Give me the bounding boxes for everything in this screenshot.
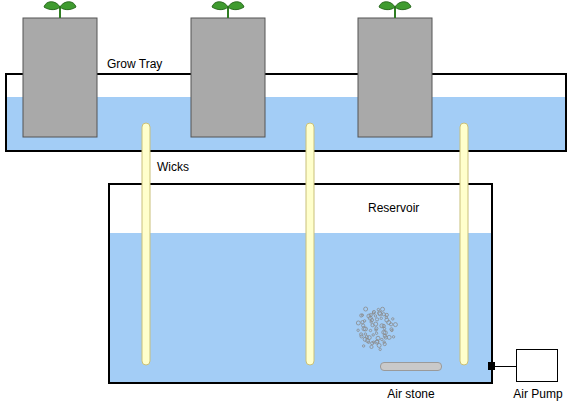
bubble	[368, 316, 372, 320]
wicks	[142, 123, 468, 365]
bubble	[387, 335, 391, 339]
bubble	[367, 336, 371, 340]
bubble	[379, 348, 381, 350]
bubble	[372, 334, 374, 336]
bubble	[383, 341, 385, 343]
tube-fitting	[488, 362, 495, 370]
air-pump: Air Pump	[516, 349, 558, 382]
bubble	[360, 335, 363, 338]
seedling	[212, 2, 244, 18]
bubble	[360, 314, 363, 317]
bubble	[361, 321, 364, 324]
bubble	[385, 316, 387, 318]
bubble	[363, 327, 367, 331]
bubble	[381, 338, 383, 340]
seedling	[379, 2, 411, 18]
bubble	[370, 318, 373, 321]
reservoir-label: Reservoir	[368, 202, 419, 215]
bubble	[369, 313, 372, 316]
bubble	[376, 340, 379, 343]
bubble	[382, 330, 386, 334]
bubble	[371, 342, 374, 345]
bubble	[374, 322, 378, 326]
wick	[460, 123, 468, 365]
bubble	[380, 317, 382, 319]
bubble	[375, 329, 377, 331]
bubble	[392, 336, 394, 338]
bubble	[370, 345, 373, 348]
bubble	[381, 307, 385, 311]
bubble	[382, 313, 385, 316]
bubble	[391, 329, 393, 331]
bubble	[377, 308, 379, 310]
bubble	[377, 343, 381, 347]
seedling	[44, 2, 76, 18]
bubble	[382, 324, 385, 327]
bubble	[372, 312, 374, 314]
bubble	[376, 336, 380, 340]
bubble	[363, 320, 365, 322]
bubble	[385, 313, 388, 316]
bubble	[361, 314, 363, 316]
bubble	[385, 318, 389, 322]
pot	[358, 18, 432, 137]
grow-tray: Grow Tray	[5, 73, 567, 152]
bubble	[363, 337, 367, 341]
bubble	[375, 318, 378, 321]
bubble	[393, 323, 397, 327]
bubble	[387, 320, 391, 324]
bubble	[378, 311, 382, 315]
reservoir: ReservoirAir stone	[108, 183, 493, 384]
bubble	[365, 336, 368, 339]
bubble	[367, 341, 369, 343]
air-stone-label: Air stone	[387, 388, 434, 401]
pot	[23, 18, 97, 137]
pot	[191, 18, 265, 137]
bubble	[392, 318, 394, 320]
air-bubbles	[356, 307, 397, 351]
bubble	[362, 324, 365, 327]
bubble	[378, 312, 382, 316]
part-label: Wicks	[157, 161, 189, 174]
bubble	[357, 329, 359, 331]
bubble	[380, 324, 384, 328]
wick	[306, 123, 314, 365]
bubble	[360, 333, 363, 336]
bubble	[364, 307, 368, 311]
bubble	[367, 314, 371, 318]
wick	[142, 123, 150, 365]
bubble	[383, 342, 386, 345]
bubble	[383, 327, 385, 329]
bubble	[362, 345, 364, 347]
bubble	[366, 339, 370, 343]
bubble	[375, 340, 379, 344]
bubble	[384, 336, 387, 339]
air-stone: Air stone	[380, 362, 442, 371]
pots	[23, 18, 432, 137]
bubble	[389, 323, 392, 326]
bubble	[362, 327, 366, 331]
bubble	[356, 321, 360, 325]
air-pump-label: Air Pump	[513, 388, 562, 401]
bubble	[383, 334, 386, 337]
plants	[44, 2, 411, 18]
bubble	[371, 324, 374, 327]
bubble	[364, 333, 366, 335]
bubble	[375, 327, 378, 330]
bubble	[370, 321, 372, 323]
bubble	[374, 315, 376, 317]
bubble	[375, 332, 377, 334]
bubble	[390, 328, 393, 331]
bubble	[383, 331, 387, 335]
grow-tray-label: Grow Tray	[107, 58, 162, 71]
bubble	[372, 310, 375, 313]
bubble	[369, 329, 371, 331]
bubble	[372, 341, 374, 343]
